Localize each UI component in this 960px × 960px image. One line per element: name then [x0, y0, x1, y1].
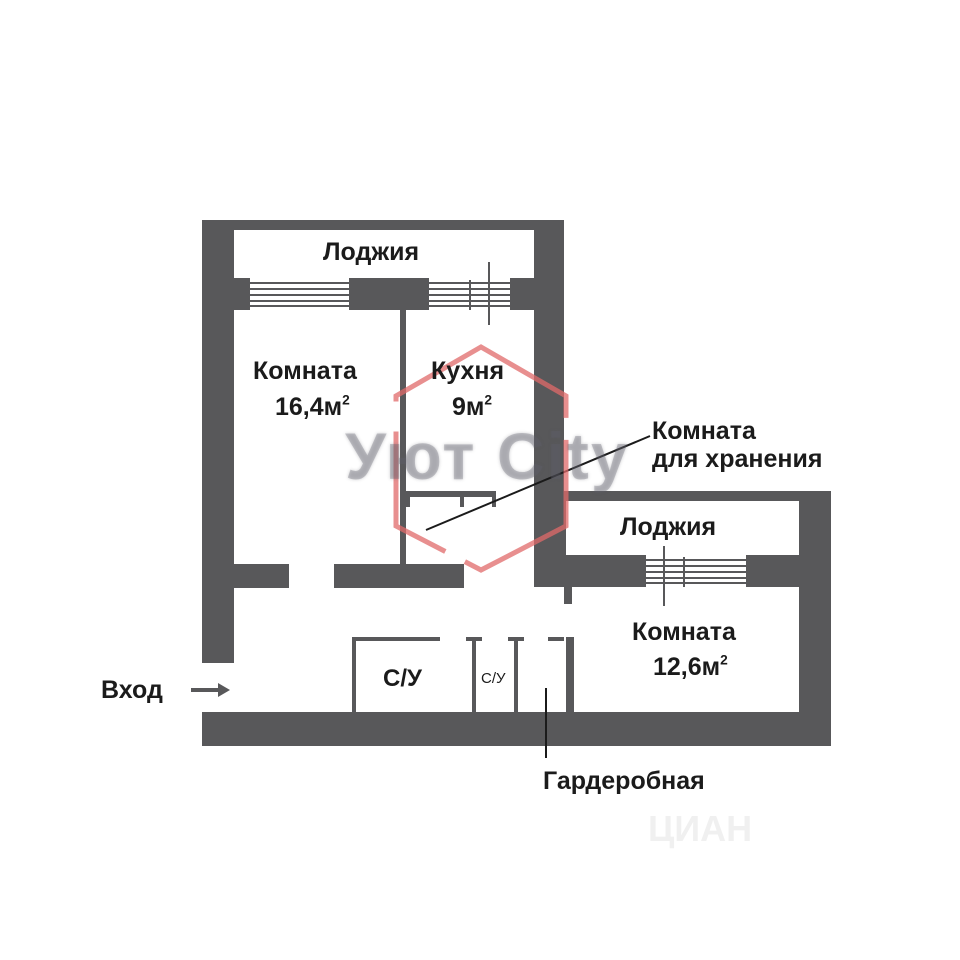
wall-bath-div2	[514, 637, 518, 713]
label-storage-line1: Комната	[652, 417, 756, 445]
label-bath-small: С/У	[481, 670, 506, 687]
wall-left	[202, 220, 234, 663]
label-wardrobe: Гардеробная	[543, 767, 705, 795]
wall-band-right-right	[746, 555, 799, 587]
wall-room1-kitchen	[400, 310, 406, 588]
watermark-hexagon	[393, 344, 569, 573]
label-room1-area: 16,4м2	[275, 392, 350, 421]
wall-storage-tick2	[460, 497, 464, 507]
wall-band-top-mid	[349, 278, 429, 310]
wall-band-right-left	[566, 555, 646, 587]
wall-corridor-mid	[334, 564, 464, 588]
wall-band-top-left	[234, 278, 250, 310]
wall-bath-tick1	[466, 637, 482, 641]
entrance-arrow	[191, 683, 230, 697]
wall-band-top-right	[510, 278, 534, 310]
label-entrance: Вход	[101, 676, 163, 704]
wall-bath-div	[472, 637, 476, 713]
wall-corridor-stub	[564, 587, 572, 604]
label-loggia-right: Лоджия	[620, 513, 717, 541]
window-loggia2	[646, 546, 746, 606]
label-storage-line2: для хранения	[652, 445, 823, 473]
wall-storage-top	[406, 491, 496, 497]
label-loggia-top: Лоджия	[323, 238, 420, 266]
label-room1-name: Комната	[253, 357, 357, 385]
label-room2-area: 12,6м2	[653, 652, 728, 681]
wall-storage-tick1	[406, 497, 410, 507]
window-loggia-right	[429, 262, 510, 325]
label-kitchen-name: Кухня	[431, 357, 505, 385]
label-kitchen-area: 9м2	[452, 392, 493, 421]
wall-bottom	[202, 712, 831, 746]
wall-bath-top	[352, 637, 440, 641]
wall-right-outer	[799, 491, 831, 746]
wall-ward-tick	[548, 637, 564, 641]
wall-right-top	[534, 491, 831, 501]
windows	[250, 262, 746, 606]
wall-top	[202, 220, 564, 230]
watermark-logo: ЦИАН	[648, 808, 753, 849]
label-room2-name: Комната	[632, 618, 736, 646]
storage-leader	[425, 435, 651, 531]
label-bath-large: С/У	[383, 665, 422, 692]
watermark-text: Уют City	[345, 419, 630, 493]
wall-corridor-left	[234, 564, 289, 588]
leader-lines	[425, 435, 651, 758]
window-loggia-left	[250, 282, 349, 307]
wall-ward-right	[566, 637, 574, 713]
wall-bath-left	[352, 637, 356, 713]
walls	[202, 220, 831, 746]
